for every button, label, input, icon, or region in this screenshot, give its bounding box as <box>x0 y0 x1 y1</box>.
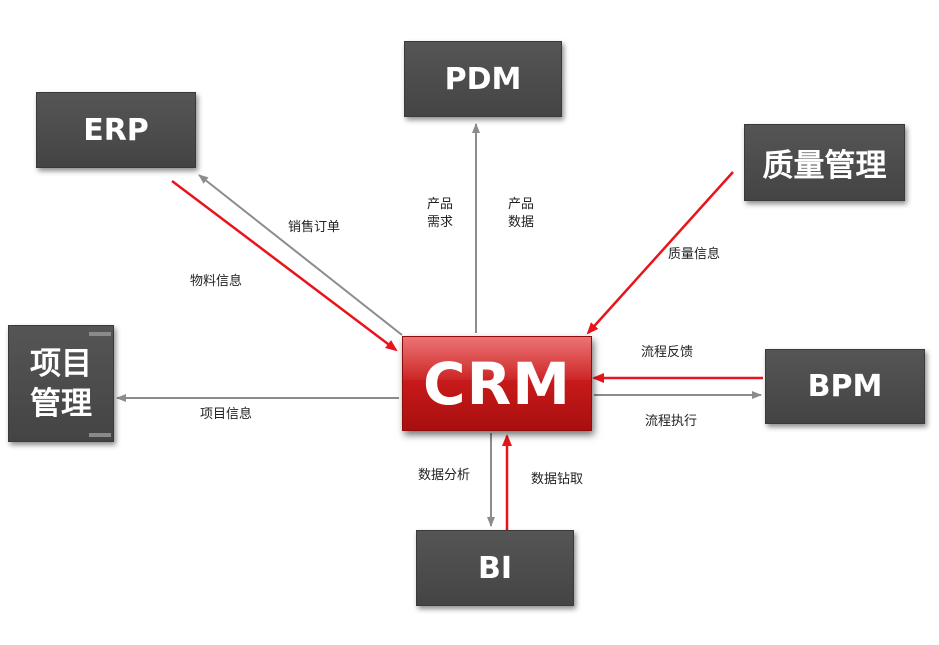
label-project-info: 项目信息 <box>200 407 253 422</box>
node-crm-highlight <box>403 337 591 380</box>
node-project-top-bar <box>89 332 111 336</box>
node-erp-label: ERP <box>83 112 149 148</box>
label-flow-feedback: 流程反馈 <box>641 345 694 360</box>
node-crm: CRM <box>402 336 592 431</box>
node-pdm-label: PDM <box>444 61 522 97</box>
label-data-extract: 数据钻取 <box>531 472 584 487</box>
label-quality-info: 质量信息 <box>668 247 721 262</box>
node-crm-label: CRM <box>423 349 571 418</box>
arrow-erp-to-crm <box>171 180 398 352</box>
arrow-crm-to-erp <box>198 174 403 336</box>
label-product-demand: 产品 需求 <box>425 196 455 232</box>
label-flow-exec: 流程执行 <box>645 414 698 429</box>
label-sales-order: 销售订单 <box>288 220 341 235</box>
node-project-label-line1: 项目 <box>30 345 92 382</box>
label-product-data: 产品 数据 <box>506 196 536 232</box>
node-bi-label: BI <box>477 550 513 586</box>
node-bi: BI <box>416 530 574 606</box>
node-quality: 质量管理 <box>744 124 905 201</box>
node-erp: ERP <box>36 92 196 168</box>
label-product-demand-line2: 需求 <box>426 215 453 230</box>
node-project-bottom-bar <box>89 433 111 437</box>
label-product-data-line2: 数据 <box>507 215 534 230</box>
node-project-label-line2: 管理 <box>30 385 92 422</box>
node-bpm: BPM <box>765 349 925 424</box>
node-pdm: PDM <box>404 41 562 117</box>
label-data-analysis: 数据分析 <box>418 468 471 483</box>
label-material-info: 物料信息 <box>190 274 243 289</box>
label-product-demand-line1: 产品 <box>426 197 453 212</box>
arrow-quality-to-crm <box>586 171 734 335</box>
node-bpm-label: BPM <box>807 369 883 404</box>
node-project: 项目 管理 <box>8 325 114 442</box>
node-quality-label: 质量管理 <box>762 148 887 184</box>
label-product-data-line1: 产品 <box>507 197 534 212</box>
